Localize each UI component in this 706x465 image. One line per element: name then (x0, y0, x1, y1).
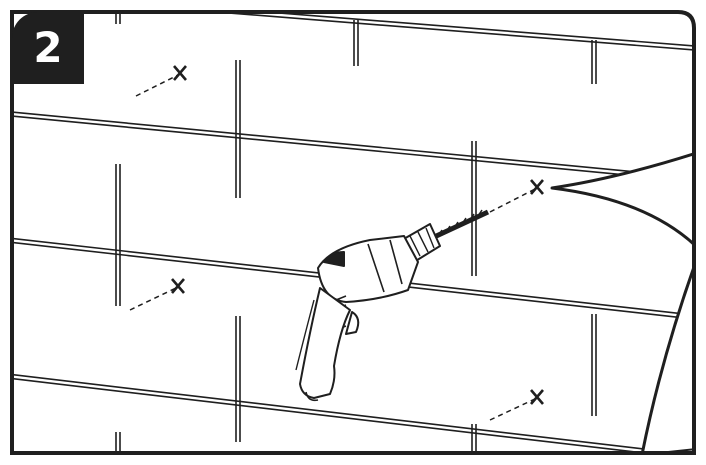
vertical-joints (115, 12, 597, 453)
drill-mark-icon (489, 389, 544, 421)
drill-mark-icon (135, 65, 187, 97)
panel-frame (10, 10, 696, 455)
step-number: 2 (33, 23, 63, 72)
step-badge: 2 (12, 12, 84, 84)
drill-mark-icon (129, 278, 185, 311)
power-drill-icon (295, 209, 490, 402)
drill-mark-icon (489, 179, 544, 213)
